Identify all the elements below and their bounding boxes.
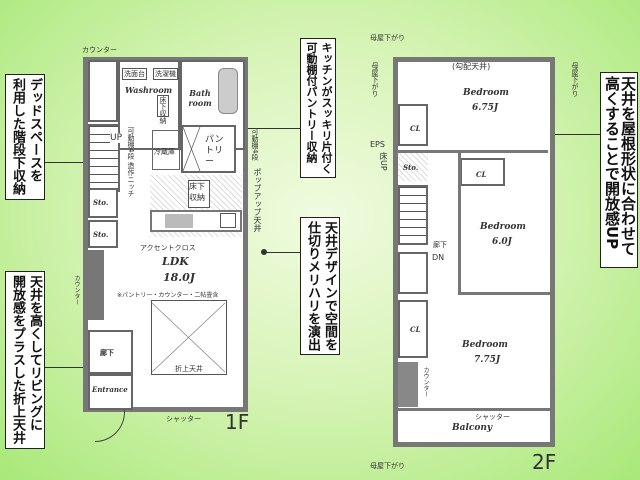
- underfloor-storage-label: 床下収納: [157, 95, 169, 124]
- shutter-2f-label: シャッター: [475, 413, 510, 421]
- down-label: DN: [432, 253, 445, 262]
- toilet-2f: [398, 252, 428, 294]
- entrance-door[interactable]: [95, 410, 125, 442]
- hall-label: 廊下: [100, 348, 114, 357]
- floor-label-2f: 2F: [532, 450, 557, 474]
- callout-line: 可動棚付パントリー収納: [305, 42, 318, 163]
- hall-2f-label: 廊下: [433, 241, 447, 249]
- balcony-label: Balcony: [452, 423, 493, 433]
- callout-line: キッチンがスッキリ片付く: [320, 42, 333, 174]
- bedroom-2-size: 6.0J: [492, 237, 512, 247]
- callout-line: 仕切りメリハリを演出: [305, 221, 320, 351]
- callout-ceiling-design: 天井デザインで空間を 仕切りメリハリを演出: [300, 217, 340, 355]
- coffered-ceiling: [151, 300, 227, 375]
- counter-2f-label: カウンター: [422, 367, 429, 397]
- callout-coffered-ceiling: 天井を高くしてリビングに 開放感をプラスした折上天井: [5, 271, 45, 449]
- closet-1: [398, 104, 428, 146]
- callout-line: 天井を高くしてリビングに: [27, 275, 42, 431]
- washroom: [118, 60, 180, 150]
- ldk-label: LDK: [162, 255, 189, 268]
- storage-2-label: Sto.: [93, 230, 109, 239]
- closet-3: [398, 300, 428, 358]
- counter-side-label: カウンター: [73, 275, 80, 305]
- kitchen-underfloor-label: 床下収納: [188, 180, 210, 208]
- sloped-ceiling-label: (勾配天井): [452, 62, 491, 71]
- stairs-2f: [398, 185, 428, 245]
- bedroom-3-label: Bedroom: [462, 340, 508, 350]
- callout-line: 利用した階段下収納: [10, 78, 25, 195]
- popup-ceiling-label: ポップアップ天井: [253, 168, 262, 232]
- eaves-left-label: 母屋下がり: [371, 62, 379, 97]
- shelf-niche-label: 可動棚4段 造作ニッチ: [127, 127, 135, 197]
- eps-label: EPS: [370, 140, 385, 149]
- floor-label-1f: 1F: [225, 410, 250, 434]
- callout-pantry: キッチンがスッキリ片付く 可動棚付パントリー収納: [300, 38, 336, 178]
- eaves-right-label: 母屋下がり: [571, 62, 579, 97]
- entrance-label: Entrance: [92, 385, 128, 394]
- bathroom-label: Bath room: [188, 88, 212, 108]
- eaves-bottom-label: 母屋下がり: [370, 462, 405, 470]
- eaves-top-label: 母屋下がり: [370, 34, 405, 42]
- callout-line: デッドスペースを: [27, 78, 42, 182]
- callout-stair-storage: デッドスペースを 利用した階段下収納: [5, 74, 45, 200]
- storage-2: [88, 220, 118, 248]
- closet-2-label: CL: [476, 170, 487, 179]
- storage-2f-label: Sto.: [403, 163, 419, 172]
- ldk-size-label: 18.0J: [163, 271, 195, 284]
- storage-1-label: Sto.: [93, 198, 109, 207]
- storage-1: [88, 188, 118, 218]
- callout-line: 高くすることで開放感UP: [603, 76, 621, 250]
- stove: [220, 213, 236, 228]
- toilet: [88, 60, 118, 122]
- counter-top-label: カウンター: [82, 46, 117, 54]
- callout-line: 天井を屋根形状に合わせて: [619, 76, 637, 256]
- up-label: UP: [110, 133, 123, 143]
- callout-roof-ceiling: 天井を屋根形状に合わせて 高くすることで開放感UP: [600, 72, 638, 268]
- pantry-label: パントリー: [205, 135, 224, 167]
- wash-stand-label: 洗面台: [122, 68, 147, 80]
- bedroom-1-label: Bedroom: [463, 88, 509, 98]
- closet-1-label: CL: [410, 124, 421, 133]
- closet-3-label: CL: [410, 325, 421, 334]
- shutter-label: シャッター: [166, 415, 201, 423]
- bedroom-2-label: Bedroom: [480, 222, 526, 232]
- entrance: [88, 374, 133, 410]
- floor-up-label: 床UP: [379, 152, 388, 171]
- pantry-shelf-label: 可動棚4段: [251, 128, 259, 161]
- ldk-note: ※パントリー・カウンター・二帖畳含: [117, 292, 219, 299]
- bedroom-3-size: 7.75J: [474, 355, 501, 365]
- callout-line: 開放感をプラスした折上天井: [10, 275, 25, 444]
- closet-2: [460, 158, 505, 186]
- callout-line: 天井デザインで空間を: [322, 221, 337, 351]
- washer-label: 洗濯機: [153, 68, 178, 80]
- sink: [165, 214, 193, 228]
- bedroom-1-size: 6.75J: [472, 103, 499, 113]
- fridge: [152, 130, 180, 170]
- coffered-ceiling-label: 折上天井: [175, 365, 203, 373]
- storage-2f: [398, 153, 428, 181]
- accent-cloth-label: アクセントクロス: [140, 244, 196, 252]
- fridge-label: 冷蔵庫: [154, 148, 175, 156]
- hall: [88, 330, 133, 374]
- washroom-label: Washroom: [125, 85, 173, 95]
